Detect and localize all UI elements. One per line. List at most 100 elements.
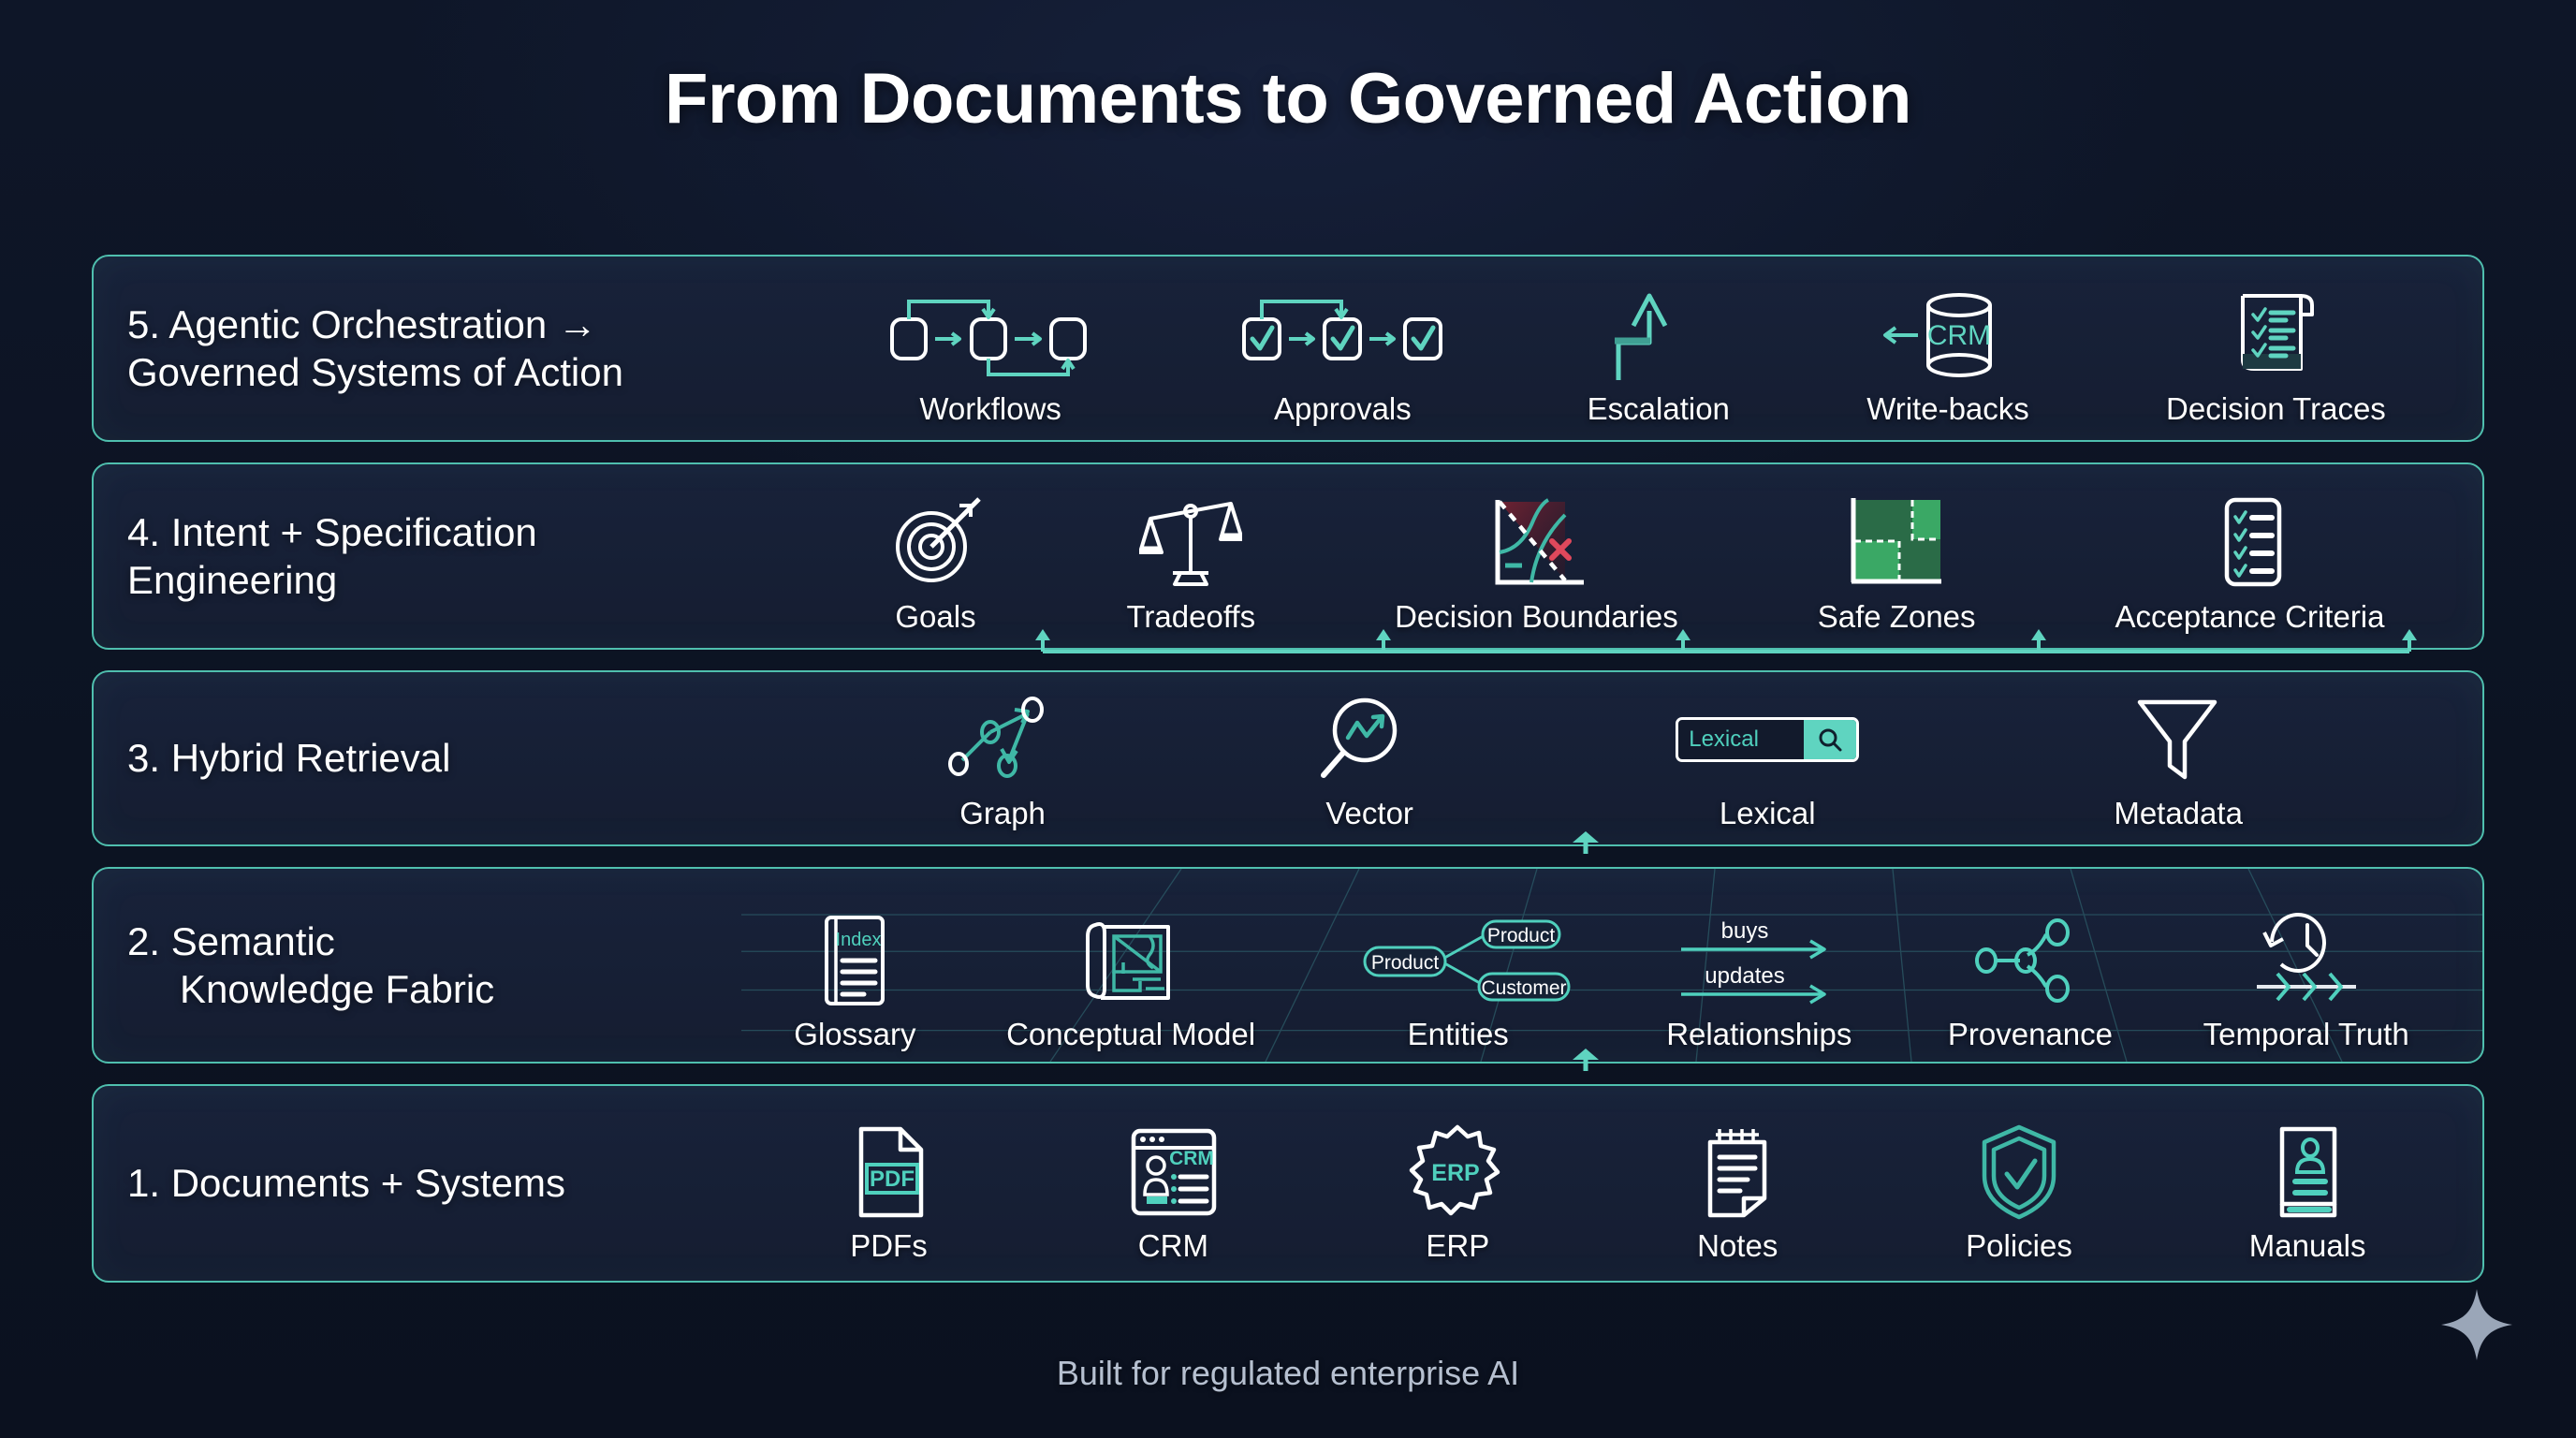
layer-4-label: 4. Intent + Specification Engineering [94,508,814,604]
entity-nodes-icon: Product Product Customer [1346,912,1571,1009]
item-caption: Workflows [919,391,1061,426]
item-tradeoffs[interactable]: Tradeoffs [1127,494,1255,635]
layer-2-label-line2: Knowledge Fabric [180,967,495,1011]
item-graph[interactable]: Graph [942,691,1063,831]
layer-4-label-line1: 4. Intent + Specification [127,509,537,554]
layer-5-label-line2: Governed Systems of Action [127,350,623,394]
item-crm[interactable]: CRM CRM [1117,1123,1229,1264]
pdf-badge-text: PDF [870,1167,915,1192]
item-provenance[interactable]: Provenance [1948,912,2113,1052]
layer-4-items: Goals [814,464,2482,648]
crm-window-icon: CRM [1117,1123,1229,1221]
item-erp[interactable]: ERP ERP [1406,1123,1509,1264]
checklist-clipboard-icon [2199,494,2302,592]
shield-check-icon [1968,1123,2071,1221]
boundary-chart-icon [1475,494,1597,592]
layer-1-label: 1. Documents + Systems [94,1159,749,1207]
layer-3-hybrid-retrieval[interactable]: 3. Hybrid Retrieval [92,670,2484,846]
item-escalation[interactable]: Escalation [1588,286,1730,427]
item-caption: Manuals [2248,1228,2366,1263]
page-title: From Documents to Governed Action [665,59,1911,139]
item-caption: Conceptual Model [1006,1017,1256,1051]
item-caption: Vector [1325,796,1413,830]
layer-3-label-line1: 3. Hybrid Retrieval [127,736,451,781]
scroll-checklist-icon [2215,286,2336,384]
item-caption: Metadata [2114,796,2243,830]
target-dart-icon [885,494,988,592]
item-approvals[interactable]: Approvals [1235,286,1450,427]
erp-badge-text: ERP [1432,1160,1480,1186]
item-caption: Lexical [1719,796,1816,830]
edge-label: updates [1705,963,1785,989]
layer-4-intent-specification[interactable]: 4. Intent + Specification Engineering [92,462,2484,650]
entity-node-label: Product [1371,952,1440,974]
safe-zone-grid-icon [1841,494,1952,592]
item-relationships[interactable]: buys updates Relationships [1661,912,1857,1052]
blueprint-icon [1075,912,1187,1009]
item-caption: PDFs [850,1228,928,1263]
crm-badge-text: CRM [1927,320,1991,351]
layer-1-label-line1: 1. Documents + Systems [127,1161,566,1206]
sparkle-icon [2439,1287,2514,1367]
item-caption: Goals [895,599,976,634]
item-caption: CRM [1137,1228,1208,1263]
item-safe-zones[interactable]: Safe Zones [1818,494,1976,635]
layer-3-label: 3. Hybrid Retrieval [94,734,814,782]
item-caption: Decision Boundaries [1395,599,1678,634]
layer-3-items: Graph [814,672,2482,844]
entity-node-label: Customer [1481,977,1566,999]
item-acceptance-criteria[interactable]: Acceptance Criteria [2115,494,2385,635]
lexical-search-box[interactable]: Lexical [1676,717,1860,762]
layer-5-agentic-orchestration[interactable]: 5. Agentic Orchestration → Governed Syst… [92,255,2484,442]
book-index-icon: Index [806,912,904,1009]
item-glossary[interactable]: Index Glossary [794,912,916,1052]
item-caption: Temporal Truth [2203,1017,2409,1051]
provenance-tree-icon [1969,912,2091,1009]
approval-checkboxes-icon [1235,286,1450,384]
edge-label: buys [1721,918,1769,944]
item-caption: Decision Traces [2166,391,2386,426]
item-workflows[interactable]: Workflows [883,286,1098,427]
item-caption: ERP [1426,1228,1490,1263]
search-icon[interactable] [1804,720,1857,759]
item-decision-traces[interactable]: Decision Traces [2166,286,2386,427]
item-conceptual-model[interactable]: Conceptual Model [1006,912,1255,1052]
balance-scale-icon [1139,494,1243,592]
relationship-arrows-icon: buys updates [1661,912,1857,1009]
footer-tagline: Built for regulated enterprise AI [1056,1354,1520,1392]
item-caption: Acceptance Criteria [2115,599,2385,634]
entity-node-label: Product [1487,925,1556,946]
vector-magnifier-icon [1318,691,1421,788]
search-input[interactable]: Lexical [1689,726,1759,752]
item-metadata[interactable]: Metadata [2114,691,2243,831]
item-caption: Provenance [1947,1017,2113,1051]
item-decision-boundaries[interactable]: Decision Boundaries [1395,494,1678,635]
layer-2-label-line1: 2. Semantic [127,918,335,963]
item-notes[interactable]: Notes [1686,1123,1789,1264]
item-manuals[interactable]: Manuals [2249,1123,2366,1264]
clock-timeline-icon [2246,912,2367,1009]
item-vector[interactable]: Vector [1318,691,1421,831]
item-policies[interactable]: Policies [1966,1123,2072,1264]
layer-1-documents-systems[interactable]: 1. Documents + Systems PDF PDFs [92,1084,2484,1283]
item-caption: Entities [1407,1017,1509,1051]
notepad-icon [1686,1123,1789,1221]
item-entities[interactable]: Product Product Customer Entities [1346,912,1571,1052]
index-badge-text: Index [835,930,881,950]
item-temporal-truth[interactable]: Temporal Truth [2203,912,2409,1052]
manual-book-icon [2256,1123,2359,1221]
item-caption: Policies [1966,1228,2072,1263]
item-caption: Relationships [1666,1017,1852,1051]
item-goals[interactable]: Goals [885,494,988,635]
layer-4-label-line2: Engineering [127,558,338,602]
item-write-backs[interactable]: CRM Write-backs [1866,286,2029,427]
layer-5-items: Workflows [814,257,2482,440]
layer-1-items: PDF PDFs CRM [749,1086,2482,1281]
layer-2-semantic-knowledge-fabric[interactable]: 2. Semantic Knowledge Fabric Index [92,867,2484,1064]
item-lexical[interactable]: Lexical Lexical [1676,691,1860,831]
graph-nodes-icon [942,691,1063,788]
escalation-arrow-icon [1598,286,1720,384]
item-pdfs[interactable]: PDF PDFs [837,1123,940,1264]
item-caption: Graph [959,796,1046,830]
